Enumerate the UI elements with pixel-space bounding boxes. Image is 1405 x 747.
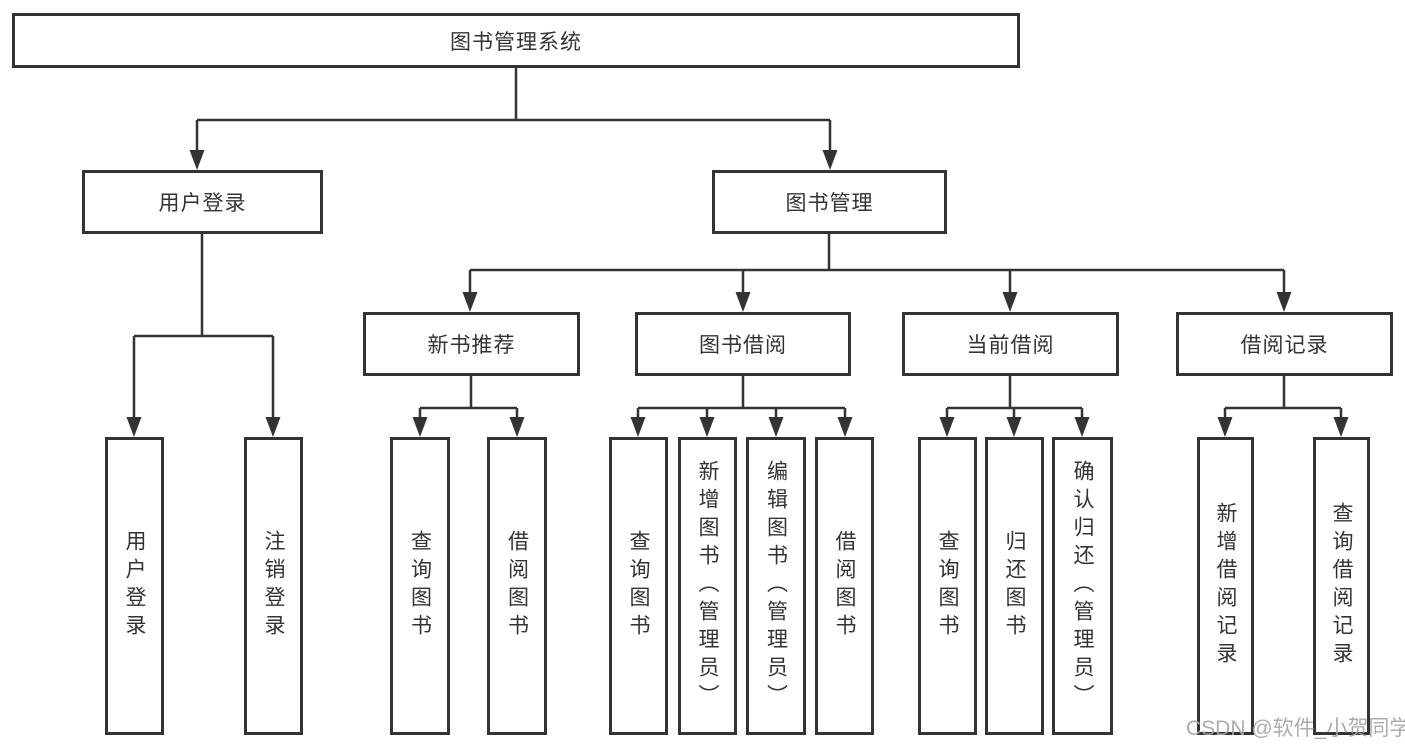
node-leaf-add-books-admin: 新增图书（管理员）: [678, 437, 737, 735]
node-borrowing-records: 借阅记录: [1176, 312, 1393, 376]
node-leaf-query-books-borrow: 查询图书: [609, 437, 668, 735]
csdn-watermark: CSDN @软件_小贺同学: [1186, 717, 1405, 740]
node-leaf-borrow-books-newbook: 借阅图书: [487, 437, 547, 735]
node-leaf-user-login: 用户登录: [105, 437, 164, 735]
node-leaf-query-books-current: 查询图书: [918, 437, 977, 735]
node-user-login-branch: 用户登录: [82, 170, 323, 234]
node-leaf-query-books-newbook: 查询图书: [390, 437, 450, 735]
node-system-root: 图书管理系统: [12, 13, 1020, 68]
node-leaf-return-books: 归还图书: [985, 437, 1044, 735]
node-book-borrowing: 图书借阅: [635, 312, 851, 376]
node-leaf-query-borrow-record: 查询借阅记录: [1313, 437, 1370, 735]
node-current-borrowing: 当前借阅: [902, 312, 1119, 376]
node-leaf-logout: 注销登录: [244, 437, 303, 735]
node-book-management-branch: 图书管理: [712, 170, 947, 234]
node-leaf-add-borrow-record: 新增借阅记录: [1197, 437, 1254, 735]
node-new-book-recommendation: 新书推荐: [363, 312, 580, 376]
node-leaf-edit-books-admin: 编辑图书（管理员）: [746, 437, 806, 735]
node-leaf-confirm-return-admin: 确认归还（管理员）: [1052, 437, 1113, 735]
node-leaf-borrow-books-borrow: 借阅图书: [815, 437, 874, 735]
